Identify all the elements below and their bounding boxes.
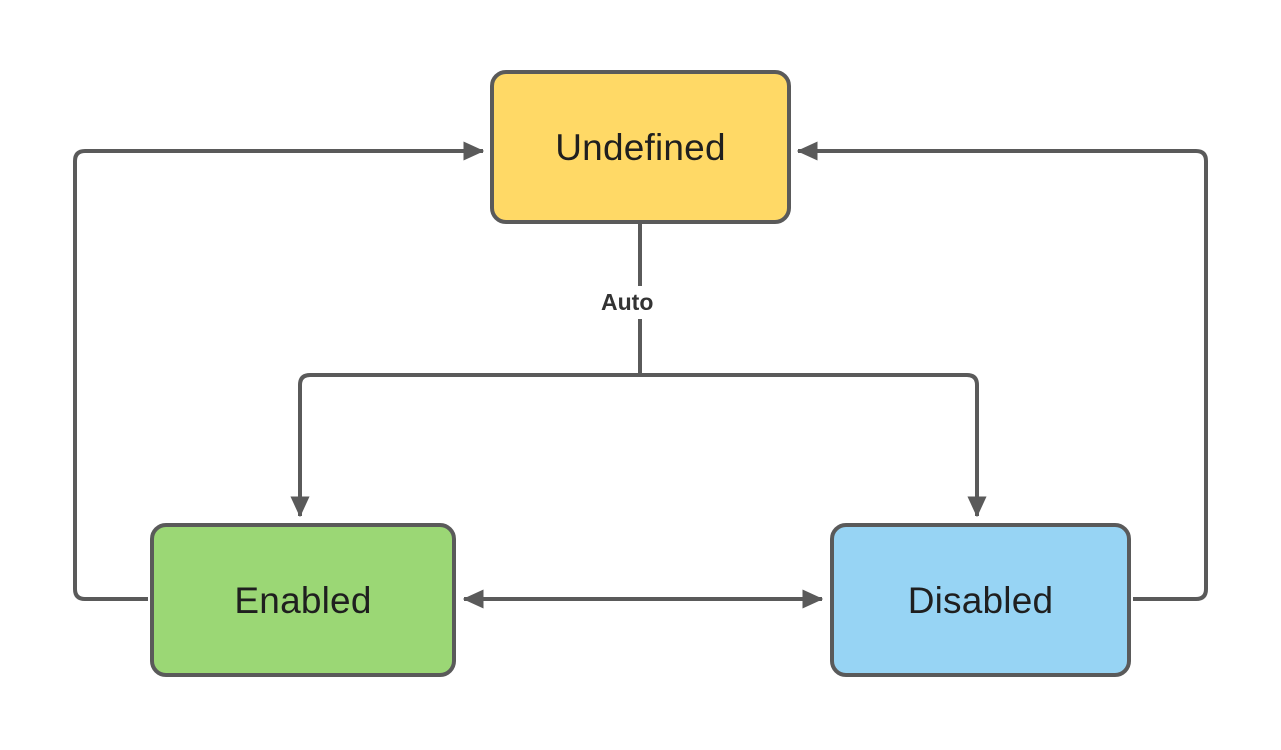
edge-enabled-to-undefined [73, 141, 485, 601]
state-node-disabled-label: Disabled [907, 579, 1054, 621]
state-node-disabled[interactable]: Disabled [830, 523, 1131, 677]
state-node-undefined[interactable]: Undefined [490, 70, 791, 224]
edge-undefined-to-disabled [640, 373, 987, 518]
edge-label-auto: Auto [592, 286, 663, 319]
edge-undefined-to-enabled [290, 373, 640, 518]
state-node-enabled-label: Enabled [234, 579, 372, 621]
edge-disabled-to-undefined [796, 141, 1208, 601]
state-node-undefined-label: Undefined [555, 126, 726, 168]
state-node-enabled[interactable]: Enabled [150, 523, 456, 677]
